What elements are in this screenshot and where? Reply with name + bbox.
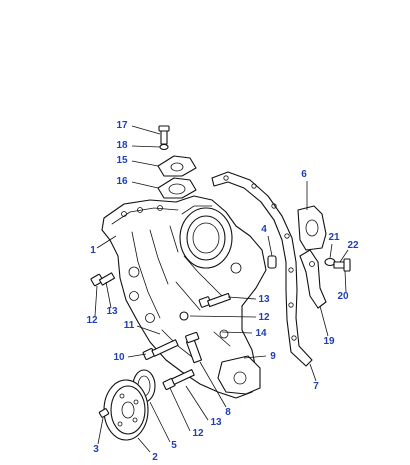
bolt-low: [162, 369, 195, 390]
dowel-pin: [267, 255, 277, 269]
pointer-bracket: [299, 249, 327, 309]
leader-line-c8: [199, 361, 227, 408]
leader-line-c20: [344, 270, 347, 293]
leader-line-c19: [319, 305, 329, 337]
callout-number: 14: [255, 328, 267, 339]
leader-line-c14: [221, 331, 253, 334]
leader-line-c3: [97, 417, 104, 445]
pulley-screw: [98, 408, 110, 418]
leader-line-c9: [243, 355, 267, 359]
callout-number: 7: [313, 381, 319, 392]
callout-number: 6: [301, 169, 307, 180]
leader-line-c1: [96, 235, 117, 249]
tensioner-bolt: [333, 258, 351, 272]
callout-number: 11: [124, 320, 135, 331]
callout-number: 12: [86, 315, 98, 326]
leader-line-c13a: [227, 296, 257, 300]
callout-number: 1: [90, 245, 96, 256]
leader-line-c18: [131, 145, 161, 148]
callout-number: 18: [116, 140, 128, 151]
plate-bolt: [158, 125, 170, 145]
leader-line-c10: [127, 353, 147, 358]
stud: [179, 311, 189, 321]
callout-number: 12: [192, 428, 204, 439]
crank-boss: [217, 355, 261, 395]
leader-line-c5: [149, 401, 171, 443]
bolt-centre: [185, 331, 203, 364]
callout-number: 3: [93, 444, 99, 455]
oil-seal-housing-plate: [297, 205, 327, 251]
leader-line-c2: [137, 437, 151, 453]
leader-line-c12a: [189, 315, 257, 318]
leader-line-c13b: [105, 281, 112, 309]
cover-plate-gasket: [157, 177, 197, 199]
callout-number: 5: [171, 440, 177, 451]
callout-number: 16: [116, 176, 128, 187]
callout-number: 12: [258, 312, 270, 323]
callout-number: 20: [337, 291, 349, 302]
callout-number: 8: [225, 407, 231, 418]
cover-plate: [157, 155, 197, 177]
callout-number: 17: [116, 120, 128, 131]
callout-number: 13: [258, 294, 270, 305]
leader-line-c21: [329, 243, 333, 259]
leader-line-c12b: [94, 285, 98, 317]
callout-number: 22: [347, 240, 359, 251]
callout-number: 10: [113, 352, 125, 363]
leader-line-c15: [131, 160, 159, 167]
leader-line-c13c: [185, 385, 209, 421]
callout-number: 15: [116, 155, 128, 166]
leader-lines: [94, 125, 349, 453]
callout-number: 13: [210, 417, 222, 428]
leader-line-c7: [309, 363, 317, 382]
oil-pump-housing: [179, 205, 233, 269]
callout-number: 13: [106, 306, 118, 317]
leader-line-c22: [339, 249, 349, 263]
crankshaft-pulley: [103, 379, 149, 441]
leader-line-c11: [136, 325, 161, 335]
washer: [159, 143, 169, 151]
leader-line-c4: [267, 235, 273, 257]
leader-line-c12c: [169, 387, 191, 432]
leader-line-c17: [131, 125, 161, 135]
bolt-upper-right: [198, 292, 231, 308]
callout-number: 9: [270, 351, 276, 362]
timing-cover-gasket: [211, 171, 313, 367]
bolt-mid: [142, 339, 179, 360]
callout-number: 2: [152, 452, 158, 463]
callout-number: 19: [323, 336, 335, 347]
callout-number: 4: [261, 224, 267, 235]
leader-line-c16: [131, 181, 159, 189]
callout-number: 21: [328, 232, 340, 243]
bolt-left: [90, 272, 116, 287]
